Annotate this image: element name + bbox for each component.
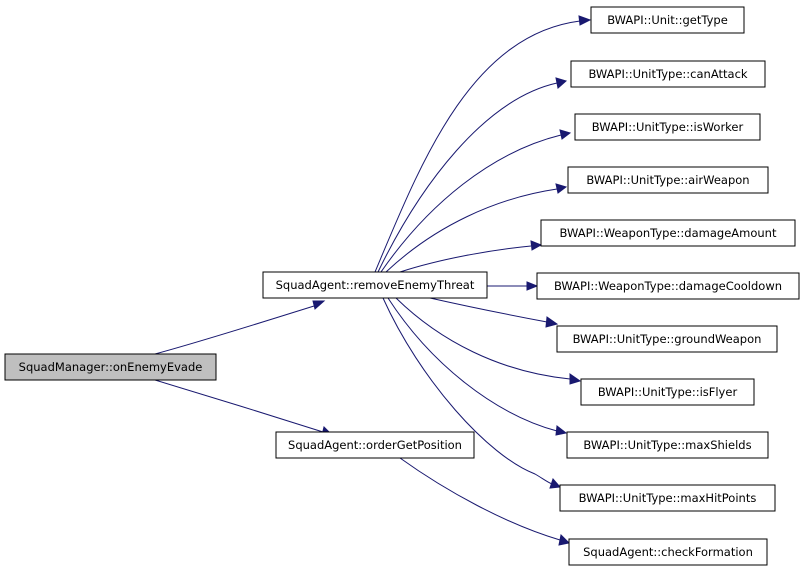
function-node[interactable]: BWAPI::WeaponType::damageCooldown xyxy=(536,272,800,300)
node-box xyxy=(580,378,755,406)
node-label: SquadAgent::checkFormation xyxy=(583,545,753,559)
arrowhead-icon xyxy=(545,316,559,328)
function-node[interactable]: BWAPI::UnitType::isWorker xyxy=(574,113,761,141)
node-box xyxy=(4,353,217,381)
function-node[interactable]: BWAPI::UnitType::maxHitPoints xyxy=(559,484,776,512)
node-box xyxy=(540,219,796,247)
function-node[interactable]: BWAPI::UnitType::airWeapon xyxy=(567,166,769,194)
edge-line xyxy=(387,297,558,432)
root-function-node: SquadManager::onEnemyEvade xyxy=(4,353,217,381)
node-label: BWAPI::UnitType::isWorker xyxy=(592,120,744,134)
node-box xyxy=(262,271,488,299)
function-node[interactable]: BWAPI::UnitType::groundWeapon xyxy=(556,325,778,353)
edge-line xyxy=(154,379,324,433)
edge-n1-to-n3 xyxy=(374,15,592,273)
node-box xyxy=(570,60,766,88)
arrowhead-icon xyxy=(549,478,562,489)
edge-n1-to-n7 xyxy=(399,240,543,273)
edge-line xyxy=(429,297,548,323)
arrowhead-icon xyxy=(555,183,568,194)
edge-line xyxy=(385,188,558,273)
arrowhead-icon xyxy=(559,129,572,140)
arrowhead-icon xyxy=(526,281,539,291)
function-node[interactable]: SquadAgent::removeEnemyThreat xyxy=(262,271,488,299)
arrowhead-icon xyxy=(312,300,326,310)
node-box xyxy=(275,431,475,459)
edge-n1-to-n10 xyxy=(395,297,582,385)
edge-n0-to-n1 xyxy=(154,300,326,355)
function-node[interactable]: BWAPI::UnitType::maxShields xyxy=(566,431,769,459)
edge-n1-to-n8 xyxy=(487,281,539,291)
edge-n1-to-n9 xyxy=(429,297,559,328)
node-box xyxy=(568,538,768,566)
edge-n0-to-n2 xyxy=(154,379,333,436)
edge-n1-to-n12 xyxy=(382,297,562,489)
arrowhead-icon xyxy=(569,373,582,385)
node-box xyxy=(567,166,769,194)
node-box xyxy=(590,6,745,34)
node-box xyxy=(556,325,778,353)
node-label: BWAPI::WeaponType::damageCooldown xyxy=(554,279,782,293)
edge-n1-to-n4 xyxy=(377,77,568,273)
function-node[interactable]: BWAPI::UnitType::canAttack xyxy=(570,60,766,88)
function-node[interactable]: SquadAgent::checkFormation xyxy=(568,538,768,566)
arrowhead-icon xyxy=(530,240,543,251)
node-label: BWAPI::UnitType::isFlyer xyxy=(598,385,738,399)
edge-line xyxy=(395,297,571,380)
node-label: BWAPI::Unit::getType xyxy=(607,13,728,27)
function-node[interactable]: SquadAgent::orderGetPosition xyxy=(275,431,475,459)
arrowhead-icon xyxy=(555,77,568,89)
arrowhead-icon xyxy=(555,425,568,436)
node-box xyxy=(536,272,800,300)
node-label: BWAPI::UnitType::airWeapon xyxy=(586,173,749,187)
edge-line xyxy=(377,82,558,273)
node-label: SquadManager::onEnemyEvade xyxy=(19,360,203,374)
node-box xyxy=(566,431,769,459)
edge-line xyxy=(380,134,562,273)
function-node[interactable]: BWAPI::UnitType::isFlyer xyxy=(580,378,755,406)
edge-n1-to-n6 xyxy=(385,183,568,273)
edge-line xyxy=(154,305,315,355)
function-node[interactable]: BWAPI::WeaponType::damageAmount xyxy=(540,219,796,247)
edge-n1-to-n5 xyxy=(380,129,572,273)
node-label: BWAPI::UnitType::canAttack xyxy=(588,67,747,81)
edge-line xyxy=(399,245,532,273)
arrowhead-icon xyxy=(558,533,571,546)
edge-n1-to-n11 xyxy=(387,297,568,436)
node-box xyxy=(574,113,761,141)
node-label: BWAPI::WeaponType::damageAmount xyxy=(560,226,777,240)
node-label: BWAPI::UnitType::groundWeapon xyxy=(573,332,762,346)
function-node[interactable]: BWAPI::Unit::getType xyxy=(590,6,745,34)
node-label: SquadAgent::orderGetPosition xyxy=(288,438,462,452)
edge-line xyxy=(374,20,581,273)
node-label: SquadAgent::removeEnemyThreat xyxy=(276,278,475,292)
edge-line xyxy=(382,297,553,485)
arrowhead-icon xyxy=(578,15,592,26)
node-box xyxy=(559,484,776,512)
edge-n2-to-n13 xyxy=(399,457,571,546)
node-label: BWAPI::UnitType::maxHitPoints xyxy=(579,491,757,505)
edge-line xyxy=(399,457,561,541)
node-label: BWAPI::UnitType::maxShields xyxy=(583,438,751,452)
nodes: SquadManager::onEnemyEvade SquadAgent::re… xyxy=(4,6,800,566)
